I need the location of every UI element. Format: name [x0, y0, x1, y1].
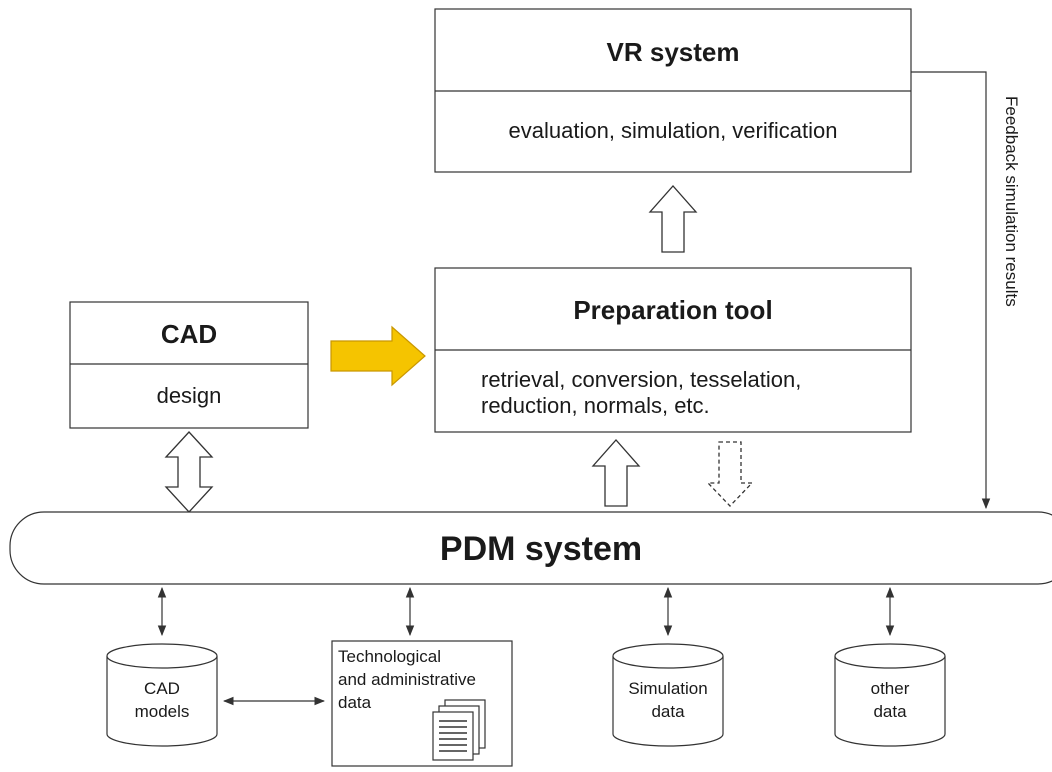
cad-title: CAD	[161, 319, 217, 349]
other-line2: data	[873, 702, 907, 721]
pdm-to-prep-arrow	[591, 439, 641, 507]
pdm-system-bar: PDM system	[9, 511, 1052, 585]
cad-models-cylinder: CAD models	[106, 643, 218, 747]
pdm-title: PDM system	[440, 530, 642, 568]
preparation-tool-box: Preparation tool retrieval, conversion, …	[434, 267, 912, 433]
vr-system-subtitle: evaluation, simulation, verification	[509, 118, 838, 143]
prep-to-vr-arrow	[648, 185, 698, 253]
cad-models-line2: models	[135, 702, 190, 721]
document-stack-icon	[432, 699, 486, 761]
feedback-connector: Feedback simulation results	[911, 71, 1021, 510]
simulation-line1: Simulation	[628, 679, 707, 698]
technological-line2: and administrative	[338, 670, 476, 689]
simulation-data-cylinder: Simulation data	[612, 643, 724, 747]
cad-box: CAD design	[69, 301, 309, 429]
preparation-tool-line1: retrieval, conversion, tesselation,	[481, 367, 801, 392]
vr-system-box: VR system evaluation, simulation, verifi…	[434, 8, 912, 173]
cad-to-prep-arrow	[330, 325, 426, 387]
preparation-tool-title: Preparation tool	[573, 295, 772, 325]
preparation-tool-line2: reduction, normals, etc.	[481, 393, 710, 418]
simulation-line2: data	[651, 702, 685, 721]
technological-line3: data	[338, 693, 372, 712]
feedback-label: Feedback simulation results	[1002, 96, 1021, 307]
technological-line1: Technological	[338, 647, 441, 666]
cad-pdm-double-arrow	[164, 431, 214, 513]
vr-system-title: VR system	[607, 37, 740, 67]
cad-models-line1: CAD	[144, 679, 180, 698]
other-data-cylinder: other data	[834, 643, 946, 747]
cad-subtitle: design	[157, 383, 222, 408]
other-line1: other	[871, 679, 910, 698]
prep-to-pdm-dashed-arrow	[706, 441, 754, 507]
